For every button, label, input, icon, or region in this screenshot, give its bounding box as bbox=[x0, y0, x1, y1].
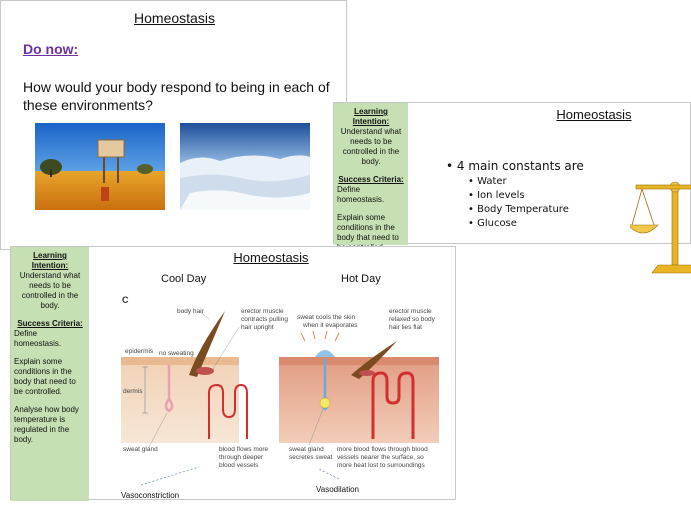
slide1-title: Homeostasis bbox=[134, 10, 215, 26]
label-epidermis: epidermis bbox=[125, 348, 154, 355]
label-dermis: dermis bbox=[123, 388, 143, 395]
success-criteria-define: Define homeostasis. bbox=[14, 329, 62, 348]
label-sweat-cools-2: when it evaporates bbox=[302, 322, 358, 329]
label-erector-cool-2: contracts pulling bbox=[241, 316, 288, 323]
hot-blood-vessel bbox=[371, 371, 415, 439]
label-erector-hot-2: relaxed so body bbox=[389, 316, 436, 323]
do-now-question: How would your body respond to being in … bbox=[23, 79, 330, 113]
cool-day-heading: Cool Day bbox=[161, 273, 207, 285]
success-criteria-analyse: Analyse how body temperature is regulate… bbox=[14, 405, 79, 444]
list-item: • Ion levels bbox=[468, 190, 525, 201]
hot-epidermis bbox=[279, 357, 439, 365]
vasodilation-label: Vasodilation bbox=[316, 485, 359, 494]
cool-sweat-gland bbox=[164, 365, 174, 413]
list-item: • Body Temperature bbox=[468, 204, 569, 215]
slide3-title: Homeostasis bbox=[233, 250, 309, 265]
balance-scale-icon bbox=[630, 181, 691, 274]
cool-body-hair bbox=[189, 311, 225, 377]
desert-photo bbox=[35, 123, 165, 210]
cool-epidermis bbox=[121, 357, 239, 365]
label-blood-hot-2: vessels nearer the surface, so bbox=[337, 454, 424, 461]
label-body-hair: body hair bbox=[177, 308, 205, 315]
label-erector-cool-3: hair upright bbox=[241, 324, 274, 331]
cool-dermis bbox=[121, 365, 239, 443]
slide-do-now: Homeostasis Do now: How would your body … bbox=[0, 0, 347, 250]
slide2-title: Homeostasis bbox=[556, 107, 632, 122]
success-criteria-define: Define homeostasis. bbox=[337, 185, 385, 204]
cool-blood-vessel bbox=[208, 383, 248, 439]
learning-intention-text: Understand what needs to be controlled i… bbox=[340, 127, 402, 166]
label-erector-hot-3: hair lies flat bbox=[389, 324, 422, 331]
objectives-panel: Learning Intention: Understand what need… bbox=[334, 103, 408, 252]
hot-body-hair bbox=[351, 341, 397, 379]
learning-intention-text: Understand what needs to be controlled i… bbox=[19, 271, 81, 310]
skin-diagram: C body hair erector muscle contracts pul… bbox=[121, 295, 439, 486]
label-erector-hot: erector muscle bbox=[389, 308, 432, 315]
list-item: • Water bbox=[468, 176, 507, 187]
snow-photo bbox=[180, 123, 310, 210]
cool-erector-muscle bbox=[196, 367, 214, 375]
slide-temperature: Learning Intention: Understand what need… bbox=[10, 246, 456, 501]
vasoconstriction-label: Vasoconstriction bbox=[121, 491, 180, 500]
label-blood-cool-2: through deeper bbox=[219, 454, 264, 461]
slide-constants: Learning Intention: Understand what need… bbox=[333, 102, 691, 274]
objectives-panel: Learning Intention: Understand what need… bbox=[11, 247, 89, 501]
label-sweat-gland: sweat gland bbox=[123, 446, 158, 453]
panel-letter: C bbox=[122, 295, 129, 305]
label-erector-cool: erector muscle bbox=[241, 308, 284, 315]
label-blood-hot: more blood flows through blood bbox=[337, 446, 428, 453]
label-blood-cool: blood flows more bbox=[219, 446, 269, 453]
label-sweat-cools: sweat cools the skin bbox=[297, 314, 356, 321]
sweat-droplet bbox=[315, 350, 335, 357]
learning-intention-heading: Learning Intention: bbox=[352, 107, 390, 126]
success-criteria-explain: Explain some conditions in the body that… bbox=[14, 357, 76, 396]
success-criteria-heading: Success Criteria: bbox=[17, 319, 83, 328]
list-item: • Glucose bbox=[468, 218, 517, 229]
label-sweat-gland-hot-2: secretes sweat bbox=[289, 454, 333, 461]
hot-erector-muscle bbox=[359, 370, 375, 376]
do-now-heading: Do now: bbox=[23, 41, 79, 57]
label-sweat-gland-hot: sweat gland bbox=[289, 446, 324, 453]
learning-intention-heading: Learning Intention: bbox=[31, 251, 69, 270]
label-no-sweating: no sweating bbox=[159, 350, 194, 357]
label-blood-cool-3: blood vessels bbox=[219, 462, 259, 469]
main-bullet: • 4 main constants are bbox=[446, 159, 584, 173]
constants-list: • 4 main constants are • Water • Ion lev… bbox=[446, 159, 584, 232]
label-blood-hot-3: more heat lost to surroundings bbox=[337, 462, 426, 469]
hot-day-heading: Hot Day bbox=[341, 273, 381, 285]
success-criteria-heading: Success Criteria: bbox=[338, 175, 404, 184]
